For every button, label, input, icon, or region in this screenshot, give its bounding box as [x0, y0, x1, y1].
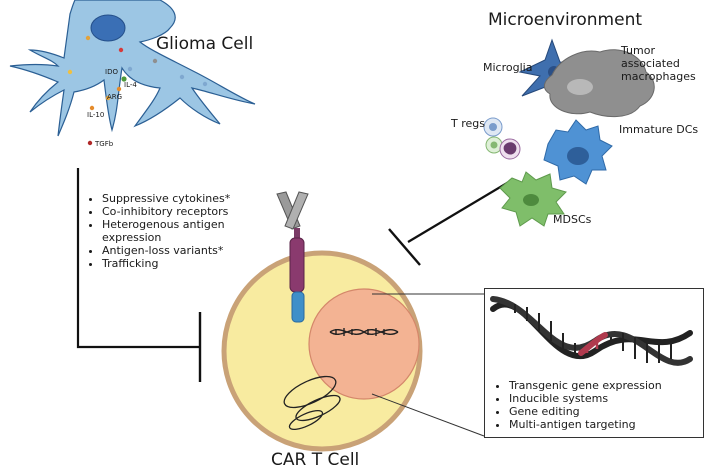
strategy-list: Transgenic gene expression Inducible sys… — [495, 379, 662, 431]
label-mdscs: MDSCs — [553, 213, 592, 226]
nucleus-dna — [329, 328, 399, 336]
car-receptor — [276, 191, 309, 323]
label-microglia: Microglia — [483, 61, 533, 74]
strategy-item: Multi-antigen targeting — [509, 418, 662, 431]
label-immature-dcs: Immature DCs — [619, 123, 699, 136]
label-tgfb: TGFb — [95, 140, 114, 148]
gene-strategy-box: Transgenic gene expression Inducible sys… — [484, 288, 704, 438]
label-tam: Tumor associated macrophages — [621, 44, 696, 83]
glioma-nucleus — [90, 14, 126, 42]
barrier-item: Heterogenous antigen expression — [102, 218, 252, 244]
barrier-item: Co-inhibitory receptors — [102, 205, 252, 218]
inhibition-bar-microenvironment — [388, 228, 421, 266]
golgi-organelle — [283, 375, 341, 431]
dna-helix — [490, 296, 693, 366]
car-t-nucleus — [308, 288, 420, 400]
glioma-title: Glioma Cell — [156, 34, 254, 54]
zoom-line-bottom — [371, 393, 485, 437]
treg-cells — [483, 117, 521, 160]
mdsc-nucleus — [523, 194, 539, 206]
label-il4: IL-4 — [124, 81, 137, 89]
strategy-item: Gene editing — [509, 405, 662, 418]
barrier-item: Trafficking — [102, 257, 252, 270]
label-ido: IDO — [105, 68, 118, 76]
barrier-item: Antigen-loss variants* — [102, 244, 252, 257]
label-tregs: T regs — [451, 117, 485, 130]
barrier-list: Suppressive cytokines* Co-inhibitory rec… — [88, 192, 252, 270]
label-il10: IL-10 — [87, 111, 105, 119]
inhibition-line-microenvironment — [407, 179, 513, 243]
label-arg: ARG — [107, 93, 123, 101]
strategy-item: Transgenic gene expression — [509, 379, 662, 392]
cytokine-dots — [67, 35, 208, 146]
tam-cell — [543, 49, 655, 117]
barrier-item: Suppressive cytokines* — [102, 192, 252, 205]
glioma-cell — [9, 0, 256, 137]
car-t-label: CAR T Cell — [271, 450, 360, 469]
tam-nucleus — [567, 79, 593, 95]
inhibition-line-glioma — [76, 168, 200, 349]
microenvironment-title: Microenvironment — [488, 10, 643, 30]
strategy-item: Inducible systems — [509, 392, 662, 405]
immature-dc-nucleus — [567, 147, 589, 165]
